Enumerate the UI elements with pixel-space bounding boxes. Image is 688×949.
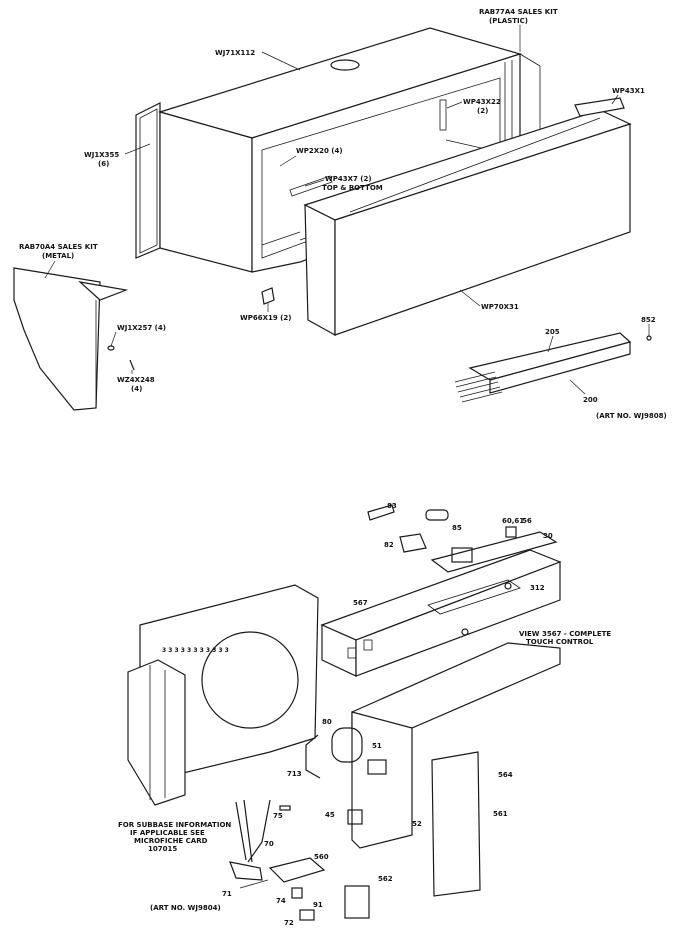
label-art-no-bottom: (ART NO. WJ9804): [150, 904, 221, 912]
label-sales-kit-plastic-1: RAB77A4 SALES KIT: [479, 8, 558, 16]
metal-sales-kit: [13, 267, 135, 411]
top-callouts: RAB77A4 SALES KIT (PLASTIC) WJ71X112 WP4…: [19, 8, 667, 420]
label-part-75: 75: [273, 812, 283, 820]
label-clip: WP2X20 (4): [296, 147, 343, 155]
control-slide-assembly: [454, 332, 652, 403]
label-sales-kit-plastic-2: (PLASTIC): [489, 17, 528, 25]
label-part-560: 560: [314, 853, 329, 861]
label-part-51: 51: [372, 742, 382, 750]
label-part-561: 561: [493, 810, 508, 818]
label-part-80: 80: [322, 718, 332, 726]
label-part-30: 30: [543, 532, 553, 540]
front-panel: [303, 97, 632, 337]
side-bracket: [127, 659, 186, 806]
label-part-72: 72: [284, 919, 294, 927]
label-metal-kit-1: RAB70A4 SALES KIT: [19, 243, 98, 251]
label-view-note-2: TOUCH CONTROL: [526, 638, 594, 646]
label-bracket: WP43X22: [463, 98, 501, 106]
label-left-screw-qty: (6): [98, 160, 109, 168]
svg-text:3 3 3 3 3 3 3 3 3 3 3: 3 3 3 3 3 3 3 3 3 3 3: [162, 647, 229, 654]
label-part-562: 562: [378, 875, 393, 883]
label-part-45: 45: [325, 811, 335, 819]
foot-part: [261, 287, 275, 305]
label-part-71: 71: [222, 890, 232, 898]
label-part-312: 312: [530, 584, 545, 592]
label-nut: WJ1X257 (4): [117, 324, 166, 332]
label-strip-note: TOP & BOTTOM: [322, 184, 383, 192]
label-art-no-top: (ART NO. WJ9808): [596, 412, 667, 420]
label-metal-kit-2: (METAL): [42, 252, 74, 260]
cover-plate: [431, 751, 481, 897]
label-part-56: 56: [522, 517, 532, 525]
label-strip: WP43X7 (2): [325, 175, 372, 183]
label-part-74: 74: [276, 897, 286, 905]
label-right-screw: WP43X1: [612, 87, 645, 95]
label-part-91: 91: [313, 901, 323, 909]
label-part-200: 200: [583, 396, 598, 404]
label-part-83: 83: [387, 502, 397, 510]
label-top-case: WJ71X112: [215, 49, 255, 57]
label-view-note-1: VIEW 3567 - COMPLETE: [519, 630, 611, 638]
label-part-85: 85: [452, 524, 462, 532]
label-part-567: 567: [353, 599, 368, 607]
label-part-60-61: 60,61: [502, 517, 524, 525]
label-part-205: 205: [545, 328, 560, 336]
label-part-713: 713: [287, 770, 302, 778]
label-part-82: 82: [384, 541, 394, 549]
label-part-70: 70: [264, 840, 274, 848]
label-part-564: 564: [498, 771, 513, 779]
label-bracket-qty: (2): [477, 107, 488, 115]
label-screw-qty: (4): [131, 385, 142, 393]
label-front-panel: WP70X31: [481, 303, 519, 311]
label-left-screw: WJ1X355: [84, 151, 119, 159]
label-part-852: 852: [641, 316, 656, 324]
loose-parts: [229, 727, 370, 921]
label-part-52: 52: [412, 820, 422, 828]
touch-control-assembly: [320, 504, 562, 677]
label-screw: WZ4X248: [117, 376, 155, 384]
label-subbase-3: MICROFICHE CARD: [134, 837, 208, 845]
label-subbase-2: IF APPLICABLE SEE: [130, 829, 205, 837]
label-foot: WP66X19 (2): [240, 314, 291, 322]
label-subbase-4: 107015: [148, 845, 177, 853]
label-subbase-1: FOR SUBBASE INFORMATION: [118, 821, 231, 829]
bottom-callouts: 83 85 82 60,61 56 30 312 567 VIEW 3567 -…: [118, 502, 611, 927]
